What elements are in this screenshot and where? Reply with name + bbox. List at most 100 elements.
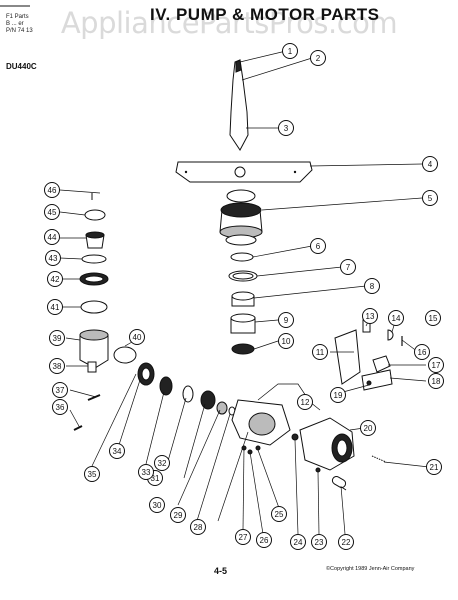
callout-label: 21 — [430, 463, 439, 472]
callout-45: 45 — [44, 204, 60, 220]
callout-circle — [109, 443, 125, 459]
callout-22: 22 — [338, 534, 354, 550]
callout-label: 41 — [51, 303, 60, 312]
callout-label: 4 — [428, 160, 433, 169]
callout-circle — [84, 466, 100, 482]
callout-11: 11 — [312, 344, 328, 360]
callout-circle — [278, 120, 294, 136]
callout-circle — [44, 204, 60, 220]
callout-label: 14 — [392, 314, 401, 323]
callout-circle — [428, 357, 444, 373]
callout-label: 27 — [239, 533, 248, 542]
callout-circle — [362, 308, 378, 324]
callout-label: 31 — [151, 474, 160, 483]
callout-circle — [360, 420, 376, 436]
callout-41: 41 — [47, 299, 63, 315]
callout-label: 33 — [142, 468, 151, 477]
callout-circle — [297, 394, 313, 410]
callout-27: 27 — [235, 529, 251, 545]
callout-circle — [256, 532, 272, 548]
callout-label: 6 — [316, 242, 321, 251]
callout-circle — [311, 534, 327, 550]
callout-circle — [290, 534, 306, 550]
callout-label: 1 — [288, 47, 293, 56]
callout-label: 42 — [51, 275, 60, 284]
callout-label: 45 — [48, 208, 57, 217]
callout-circle — [47, 271, 63, 287]
callout-circle — [138, 464, 154, 480]
callout-label: 25 — [275, 510, 284, 519]
callout-circle — [425, 310, 441, 326]
callout-2: 2 — [310, 50, 326, 66]
callout-15: 15 — [425, 310, 441, 326]
callout-label: 9 — [284, 316, 289, 325]
callout-13: 13 — [362, 308, 378, 324]
callout-circle — [170, 507, 186, 523]
callout-label: 22 — [342, 538, 351, 547]
callout-32: 32 — [154, 455, 170, 471]
callout-circle — [310, 50, 326, 66]
callout-8: 8 — [364, 278, 380, 294]
motor-assembly-part — [113, 346, 387, 491]
callout-circle — [45, 250, 61, 266]
callout-label: 34 — [113, 447, 122, 456]
callout-10: 10 — [278, 333, 294, 349]
page-title: IV. PUMP & MOTOR PARTS — [150, 5, 380, 24]
callout-circle — [422, 190, 438, 206]
callout-label: 7 — [346, 263, 351, 272]
callout-circle — [235, 529, 251, 545]
callout-43: 43 — [45, 250, 61, 266]
callout-label: 43 — [49, 254, 58, 263]
callout-label: 38 — [53, 362, 62, 371]
callout-label: 36 — [56, 403, 65, 412]
callout-label: 26 — [260, 536, 269, 545]
callout-4: 4 — [422, 156, 438, 172]
callout-34: 34 — [109, 443, 125, 459]
callout-circle — [49, 330, 65, 346]
callout-29: 29 — [170, 507, 186, 523]
callout-label: 15 — [429, 314, 438, 323]
callout-label: 13 — [366, 312, 375, 321]
callout-28: 28 — [190, 519, 206, 535]
callout-5: 5 — [422, 190, 438, 206]
left-stack-parts — [79, 193, 109, 373]
callout-label: 5 — [428, 194, 433, 203]
callout-label: 8 — [370, 282, 375, 291]
callout-circle — [190, 519, 206, 535]
callout-label: 44 — [48, 233, 57, 242]
callout-14: 14 — [388, 310, 404, 326]
spray-arm-part — [175, 161, 313, 183]
callout-42: 42 — [47, 271, 63, 287]
bracket-relay-parts — [334, 319, 403, 391]
pump-housing-part — [219, 189, 263, 246]
callout-label: 23 — [315, 538, 324, 547]
callout-label: 2 — [316, 54, 321, 63]
callout-circle — [426, 459, 442, 475]
callout-label: 3 — [284, 124, 289, 133]
callout-label: 19 — [334, 391, 343, 400]
callout-39: 39 — [49, 330, 65, 346]
callout-23: 23 — [311, 534, 327, 550]
callout-20: 20 — [360, 420, 376, 436]
callout-circle — [310, 238, 326, 254]
callout-19: 19 — [330, 387, 346, 403]
callout-label: 11 — [316, 348, 325, 357]
model-number: DU440C — [6, 62, 37, 71]
callout-circle — [428, 373, 444, 389]
spray-tube-part — [229, 59, 249, 151]
callout-circle — [44, 229, 60, 245]
callout-37: 37 — [52, 382, 68, 398]
callout-9: 9 — [278, 312, 294, 328]
callout-circle — [340, 259, 356, 275]
callout-30: 30 — [149, 497, 165, 513]
callout-circle — [271, 506, 287, 522]
callout-circle — [47, 299, 63, 315]
callout-label: 28 — [194, 523, 203, 532]
callout-46: 46 — [44, 182, 60, 198]
callout-circle — [278, 333, 294, 349]
callout-circle — [278, 312, 294, 328]
screws-left-parts — [73, 394, 101, 431]
callout-36: 36 — [52, 399, 68, 415]
callout-24: 24 — [290, 534, 306, 550]
